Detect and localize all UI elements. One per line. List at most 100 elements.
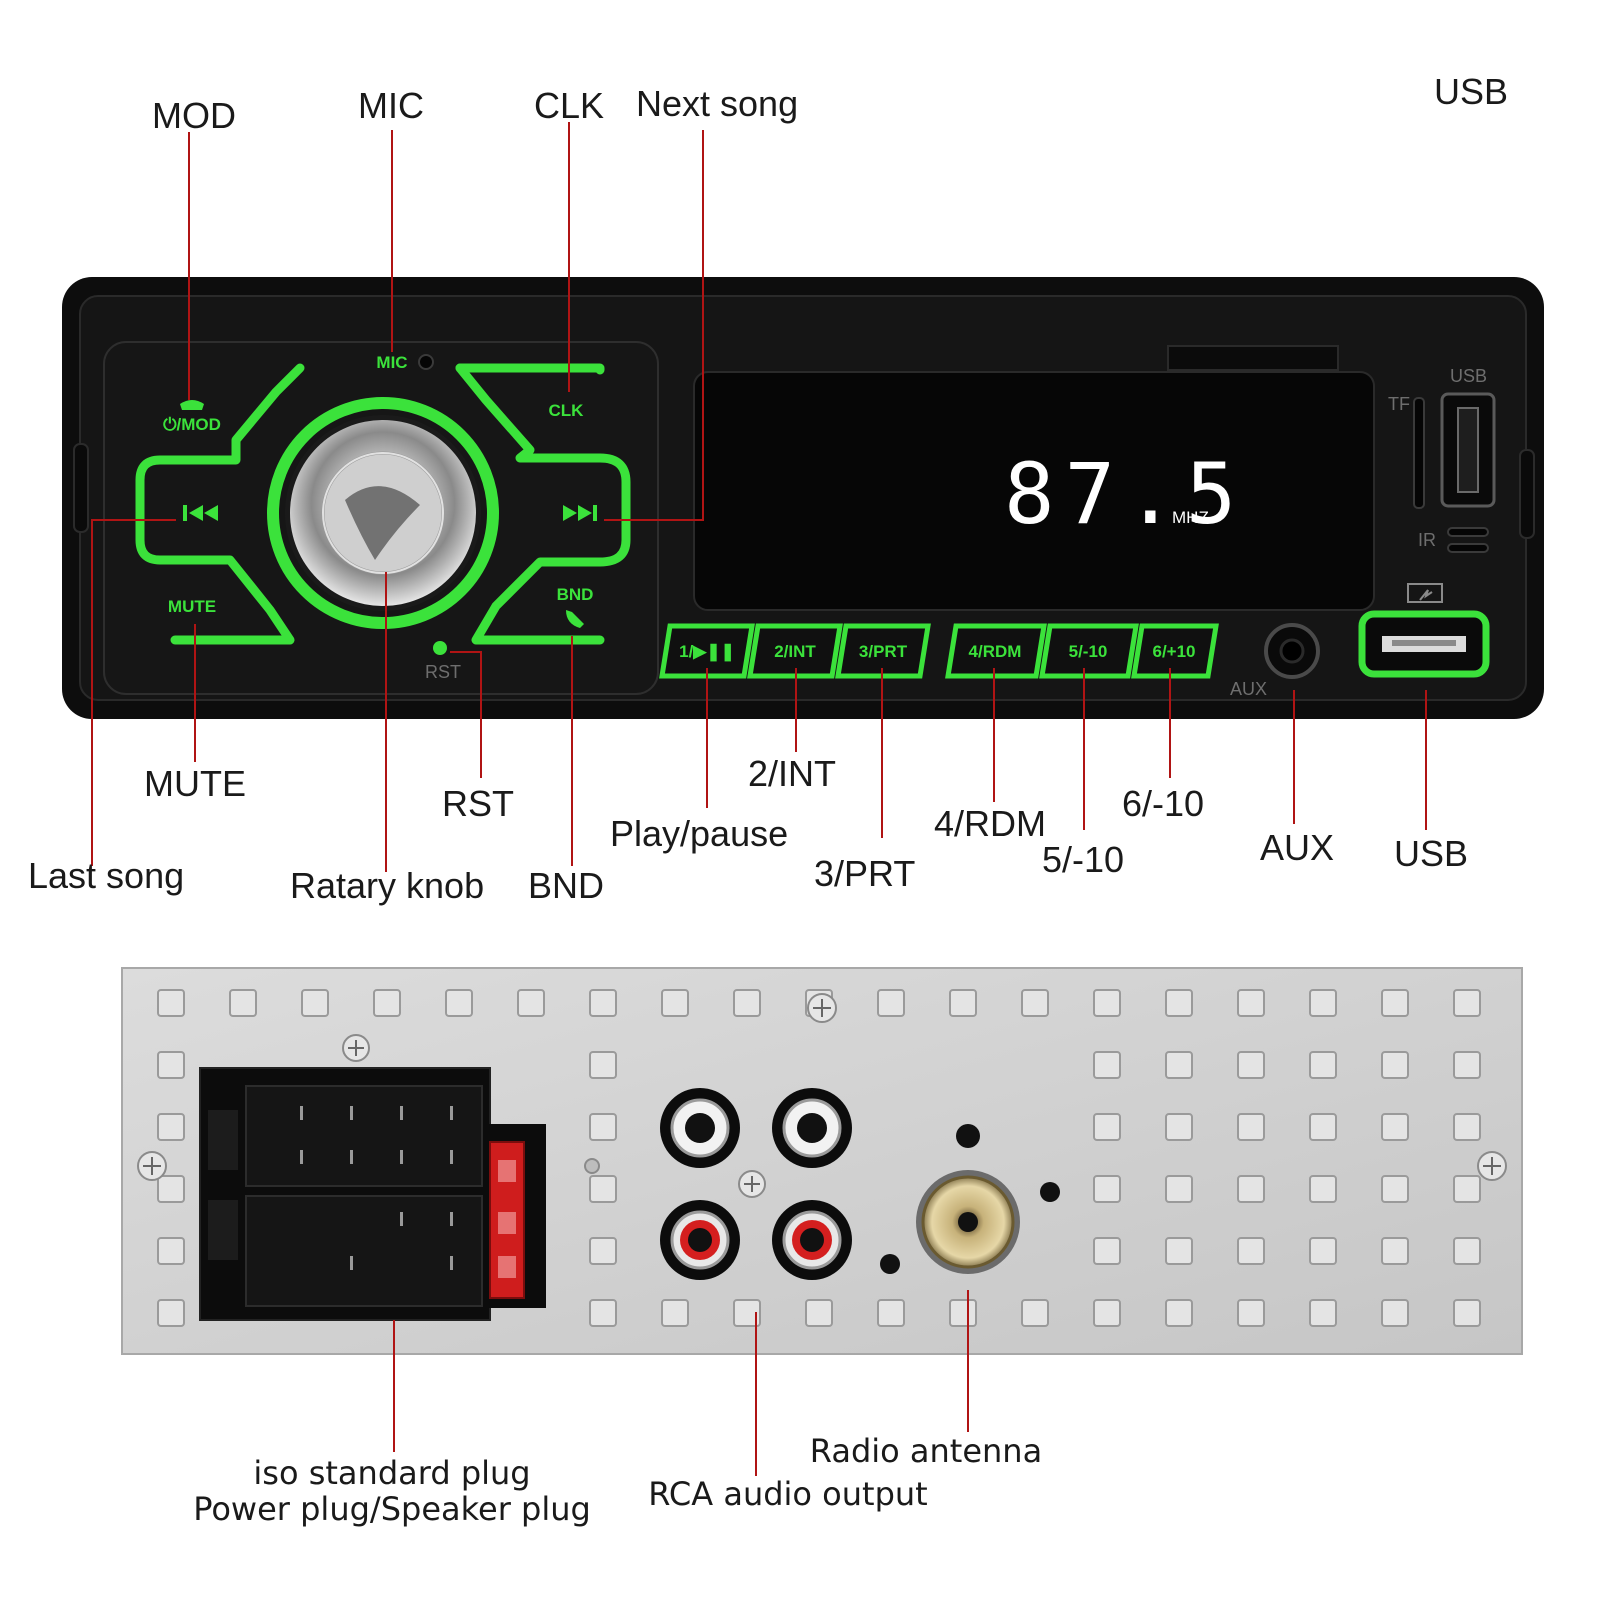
- vent-square: [1165, 1175, 1193, 1203]
- label-mod: MOD: [152, 95, 236, 136]
- mute-button[interactable]: MUTE: [168, 597, 216, 616]
- rst-button[interactable]: [433, 641, 447, 655]
- label-2-int: 2/INT: [748, 753, 836, 794]
- rca-socket-red-right[interactable]: [772, 1200, 852, 1280]
- rear-leader-lines: [393, 1290, 969, 1476]
- label-aux: AUX: [1260, 827, 1334, 868]
- vent-square: [1237, 1299, 1265, 1327]
- vent-square: [1237, 1113, 1265, 1141]
- antenna-socket[interactable]: [880, 1124, 1060, 1274]
- vent-square: [877, 1299, 905, 1327]
- vent-square: [1093, 1113, 1121, 1141]
- preset-button-1[interactable]: 1/▶❚❚: [659, 623, 755, 679]
- preset-label-6: 6/+10: [1152, 642, 1195, 661]
- label-6: 6/-10: [1122, 783, 1204, 824]
- vent-pattern: [157, 989, 1481, 1327]
- preset-button-3[interactable]: 3/PRT: [835, 623, 931, 679]
- vent-square: [1309, 1237, 1337, 1265]
- ir-text: IR: [1418, 530, 1436, 550]
- vent-square: [1309, 989, 1337, 1017]
- rear-panel: [121, 967, 1523, 1355]
- vent-square: [1381, 1113, 1409, 1141]
- vent-square: [1453, 1175, 1481, 1203]
- label-usb-top: USB: [1434, 71, 1508, 112]
- vent-square: [733, 1299, 761, 1327]
- vent-square: [1309, 1299, 1337, 1327]
- vent-square: [805, 1299, 833, 1327]
- label-rca-output: RCA audio output: [648, 1475, 927, 1513]
- rotary-knob[interactable]: [285, 415, 481, 611]
- rca-socket-red-left[interactable]: [660, 1200, 740, 1280]
- vent-square: [1237, 1237, 1265, 1265]
- label-clk: CLK: [534, 85, 604, 126]
- vent-square: [1093, 989, 1121, 1017]
- vent-square: [949, 1299, 977, 1327]
- right-release-slot: [1519, 449, 1535, 539]
- vent-square: [157, 989, 185, 1017]
- next-track-icon[interactable]: [563, 505, 597, 521]
- phone-answer-icon: [566, 610, 584, 628]
- front-leader-lines: [91, 122, 1427, 872]
- label-3-prt: 3/PRT: [814, 853, 915, 894]
- vent-square: [1453, 1051, 1481, 1079]
- previous-track-icon[interactable]: [183, 505, 218, 521]
- label-rst: RST: [442, 783, 514, 824]
- preset-button-6[interactable]: 6/+10: [1131, 623, 1219, 679]
- clk-button[interactable]: CLK: [549, 401, 585, 420]
- vent-square: [157, 1237, 185, 1265]
- vent-square: [1381, 989, 1409, 1017]
- vent-square: [1165, 989, 1193, 1017]
- vent-square: [157, 1175, 185, 1203]
- mod-button[interactable]: ⏻/MOD: [163, 415, 221, 434]
- frequency-readout: 87.5: [1004, 445, 1246, 543]
- preset-label-2: 2/INT: [774, 642, 816, 661]
- vent-square: [1165, 1299, 1193, 1327]
- preset-label-1: 1/▶❚❚: [679, 642, 735, 662]
- vent-square: [517, 989, 545, 1017]
- label-4-rdm: 4/RDM: [934, 803, 1046, 844]
- rst-text: RST: [425, 662, 461, 682]
- vent-square: [589, 1299, 617, 1327]
- vent-square: [1165, 1113, 1193, 1141]
- vent-square: [661, 989, 689, 1017]
- screw-icon: [738, 1170, 766, 1198]
- label-mute: MUTE: [144, 763, 246, 804]
- vent-square: [1093, 1051, 1121, 1079]
- preset-button-5[interactable]: 5/-10: [1039, 623, 1139, 679]
- aux-text: AUX: [1230, 679, 1267, 699]
- vent-square: [373, 989, 401, 1017]
- label-radio-antenna: Radio antenna: [810, 1432, 1042, 1470]
- label-iso-plug: iso standard plug: [253, 1454, 530, 1492]
- preset-button-2[interactable]: 2/INT: [747, 623, 843, 679]
- tf-card-slot[interactable]: [1413, 397, 1425, 509]
- vent-square: [1237, 1175, 1265, 1203]
- label-last-song: Last song: [28, 855, 184, 896]
- label-power-speaker-plug: Power plug/Speaker plug: [193, 1490, 591, 1528]
- rca-socket-white-right[interactable]: [772, 1088, 852, 1168]
- label-rotary-knob: Ratary knob: [290, 865, 484, 906]
- iso-connector[interactable]: [199, 1067, 491, 1321]
- rca-socket-white-left[interactable]: [660, 1088, 740, 1168]
- lcd-display: [693, 371, 1375, 611]
- screw-icon: [1477, 1151, 1507, 1181]
- vent-square: [877, 989, 905, 1017]
- vent-square: [1453, 1299, 1481, 1327]
- vent-square: [589, 1113, 617, 1141]
- vent-square: [1453, 1237, 1481, 1265]
- vent-square: [949, 989, 977, 1017]
- bnd-button[interactable]: BND: [557, 585, 594, 604]
- vent-square: [1165, 1051, 1193, 1079]
- mic-text: MIC: [376, 353, 407, 372]
- tf-text: TF: [1388, 394, 1410, 414]
- vent-square: [1237, 1051, 1265, 1079]
- label-next-song: Next song: [636, 83, 798, 124]
- preset-button-4[interactable]: 4/RDM: [945, 623, 1047, 679]
- vent-square: [229, 989, 257, 1017]
- vent-square: [589, 1051, 617, 1079]
- label-5: 5/-10: [1042, 839, 1124, 880]
- vent-square: [1021, 989, 1049, 1017]
- vent-square: [1093, 1299, 1121, 1327]
- phone-hangup-icon: [180, 400, 204, 410]
- vent-square: [661, 1299, 689, 1327]
